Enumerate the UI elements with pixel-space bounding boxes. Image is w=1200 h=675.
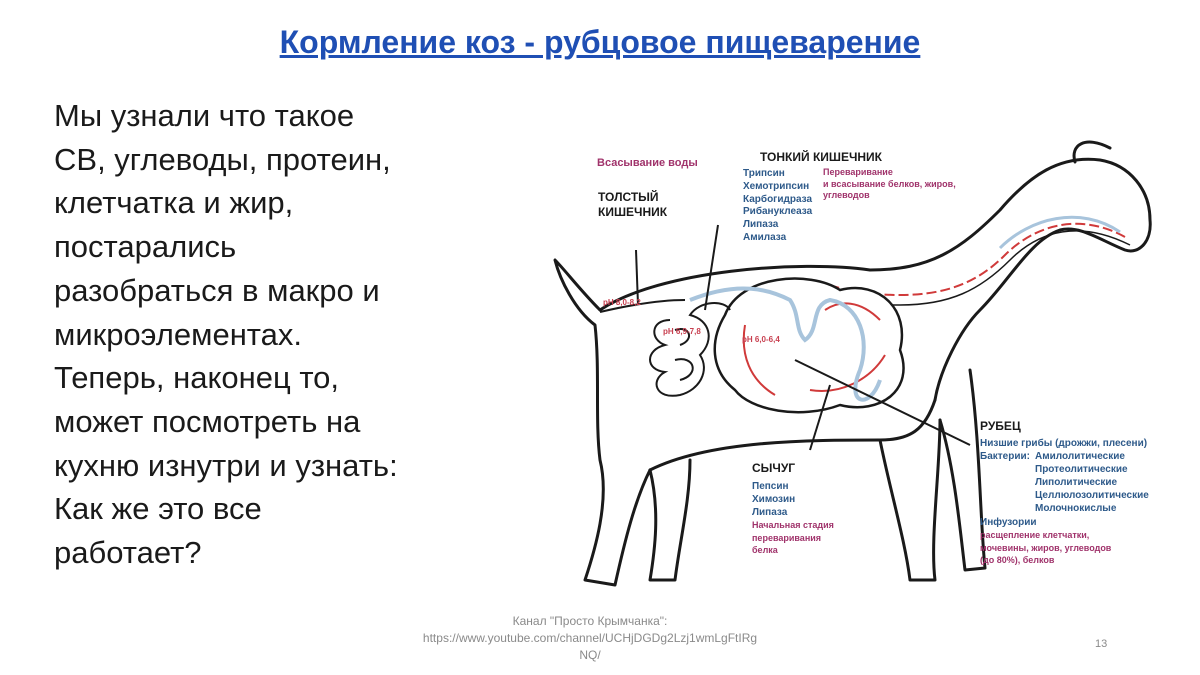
rumen-infusoria: Инфузории xyxy=(980,517,1037,528)
enzyme: Амилаза xyxy=(743,231,787,243)
function-line: углеводов xyxy=(823,190,870,200)
function-line: Начальная стадия xyxy=(752,520,834,530)
rumen-fungi: Низшие грибы (дрожжи, плесени) xyxy=(980,438,1148,449)
small-intestine-function: Переваривание и всасывание белков, жиров… xyxy=(823,167,956,202)
pointer-rumen xyxy=(794,359,971,446)
small-intestine-title: ТОНКИЙ КИШЕЧНИК xyxy=(760,150,882,164)
small-intestine-loops xyxy=(674,328,694,381)
body-line: постарались xyxy=(54,229,237,265)
footer-line: NQ/ xyxy=(579,648,601,662)
rumen-red-arrows xyxy=(742,302,886,396)
enzyme: Липаза xyxy=(752,507,788,518)
body-line: работает? xyxy=(54,535,202,571)
large-intestine xyxy=(599,299,686,313)
rumen-title: РУБЕЦ xyxy=(980,419,1021,433)
footer-link[interactable]: https://www.youtube.com/channel/UCHjDGDg… xyxy=(422,631,758,645)
bacteria-type: Целлюлозолитические xyxy=(1035,490,1149,501)
enzyme: Хемотрипсин xyxy=(743,180,810,192)
slide-title: Кормление коз - рубцовое пищеварение xyxy=(279,24,921,60)
enzyme: Карбогидраза xyxy=(743,193,813,205)
goat-rear-leg xyxy=(648,458,692,582)
blue-flow-arrow xyxy=(689,286,882,402)
enzyme: Липаза xyxy=(743,219,779,231)
small-intestine-ph: pH 6,9-7,8 xyxy=(663,327,701,336)
goat-front-leg xyxy=(878,418,942,582)
small-intestine-enzymes: Трипсин Хемотрипсин Карбогидраза Рибанук… xyxy=(743,168,812,245)
goat-outline-rear xyxy=(553,258,652,587)
rumen-bacteria-label: Бактерии: xyxy=(980,451,1030,462)
bacteria-type: Молочнокислые xyxy=(1035,503,1117,514)
footer-line: Канал "Просто Крымчанка": xyxy=(512,614,668,628)
small-intestine xyxy=(649,302,731,397)
function-line: мочевины, жиров, углеводов xyxy=(980,542,1112,553)
body-line: Мы узнали что такое xyxy=(54,98,355,133)
bacteria-type: Липолитические xyxy=(1035,477,1118,488)
title-line: ТОЛСТЫЙ xyxy=(598,190,659,204)
title-line: КИШЕЧНИК xyxy=(598,205,668,219)
large-intestine-title: ТОЛСТЫЙ КИШЕЧНИК xyxy=(598,190,667,220)
function-line: Переваривание xyxy=(823,167,893,177)
goat-front-leg xyxy=(938,368,987,572)
goat-horn xyxy=(1072,140,1112,164)
function-line: переваривания xyxy=(752,532,822,543)
function-line: белка xyxy=(752,545,778,555)
function-line: и всасывание белков, жиров, xyxy=(823,178,956,189)
body-line: кухню изнутри и узнать: xyxy=(54,447,398,483)
body-line: СВ, углеводы, протеин, xyxy=(54,141,391,177)
enzyme: Пепсин xyxy=(752,481,789,492)
esophagus-blue-arrow xyxy=(998,215,1121,250)
body-line: разобраться в макро и xyxy=(54,272,380,308)
page-number: 13 xyxy=(1095,638,1108,650)
pointer-abomasum xyxy=(809,384,831,451)
function-line: расщепление клетчатки, xyxy=(980,530,1090,540)
large-intestine-ph: pH 8,0-8,2 xyxy=(603,298,641,307)
bacteria-type: Амилолитические xyxy=(1035,451,1125,462)
body-line: микроэлементах. xyxy=(54,316,303,352)
goat-outline-belly xyxy=(648,398,937,472)
water-absorption-label: Всасывание воды xyxy=(597,157,698,169)
rumen-function: расщепление клетчатки, мочевины, жиров, … xyxy=(980,529,1111,567)
enzyme: Химозин xyxy=(752,494,796,505)
abomasum-function: Начальная стадия переваривания белка xyxy=(752,519,834,557)
enzyme: Трипсин xyxy=(743,168,785,179)
slide-body-text: Мы узнали что такое СВ, углеводы, протеи… xyxy=(54,94,524,575)
body-line: может посмотреть на xyxy=(54,403,361,439)
body-line: клетчатка и жир, xyxy=(54,185,294,221)
body-line: Теперь, наконец то, xyxy=(54,360,340,396)
body-line: Как же это все xyxy=(54,491,262,527)
enzyme: Рибануклеаза xyxy=(743,206,813,218)
goat-outline-back xyxy=(598,157,1152,402)
abomasum-enzymes: Пепсин Химозин Липаза xyxy=(752,480,795,519)
rumen-ph: pH 6,0-6,4 xyxy=(742,335,780,344)
rumen-bacteria-list: Амилолитические Протеолитические Липолит… xyxy=(1035,450,1149,515)
goat-digestive-diagram xyxy=(553,140,1152,587)
slide-footer-source: Канал "Просто Крымчанка": https://www.yo… xyxy=(390,613,790,664)
bacteria-type: Протеолитические xyxy=(1035,464,1128,475)
abomasum-title: СЫЧУГ xyxy=(752,461,796,475)
pointer-large-intestine xyxy=(635,249,639,306)
function-line: (до 80%), белков xyxy=(980,555,1055,565)
pointer-small-intestine xyxy=(704,224,719,311)
